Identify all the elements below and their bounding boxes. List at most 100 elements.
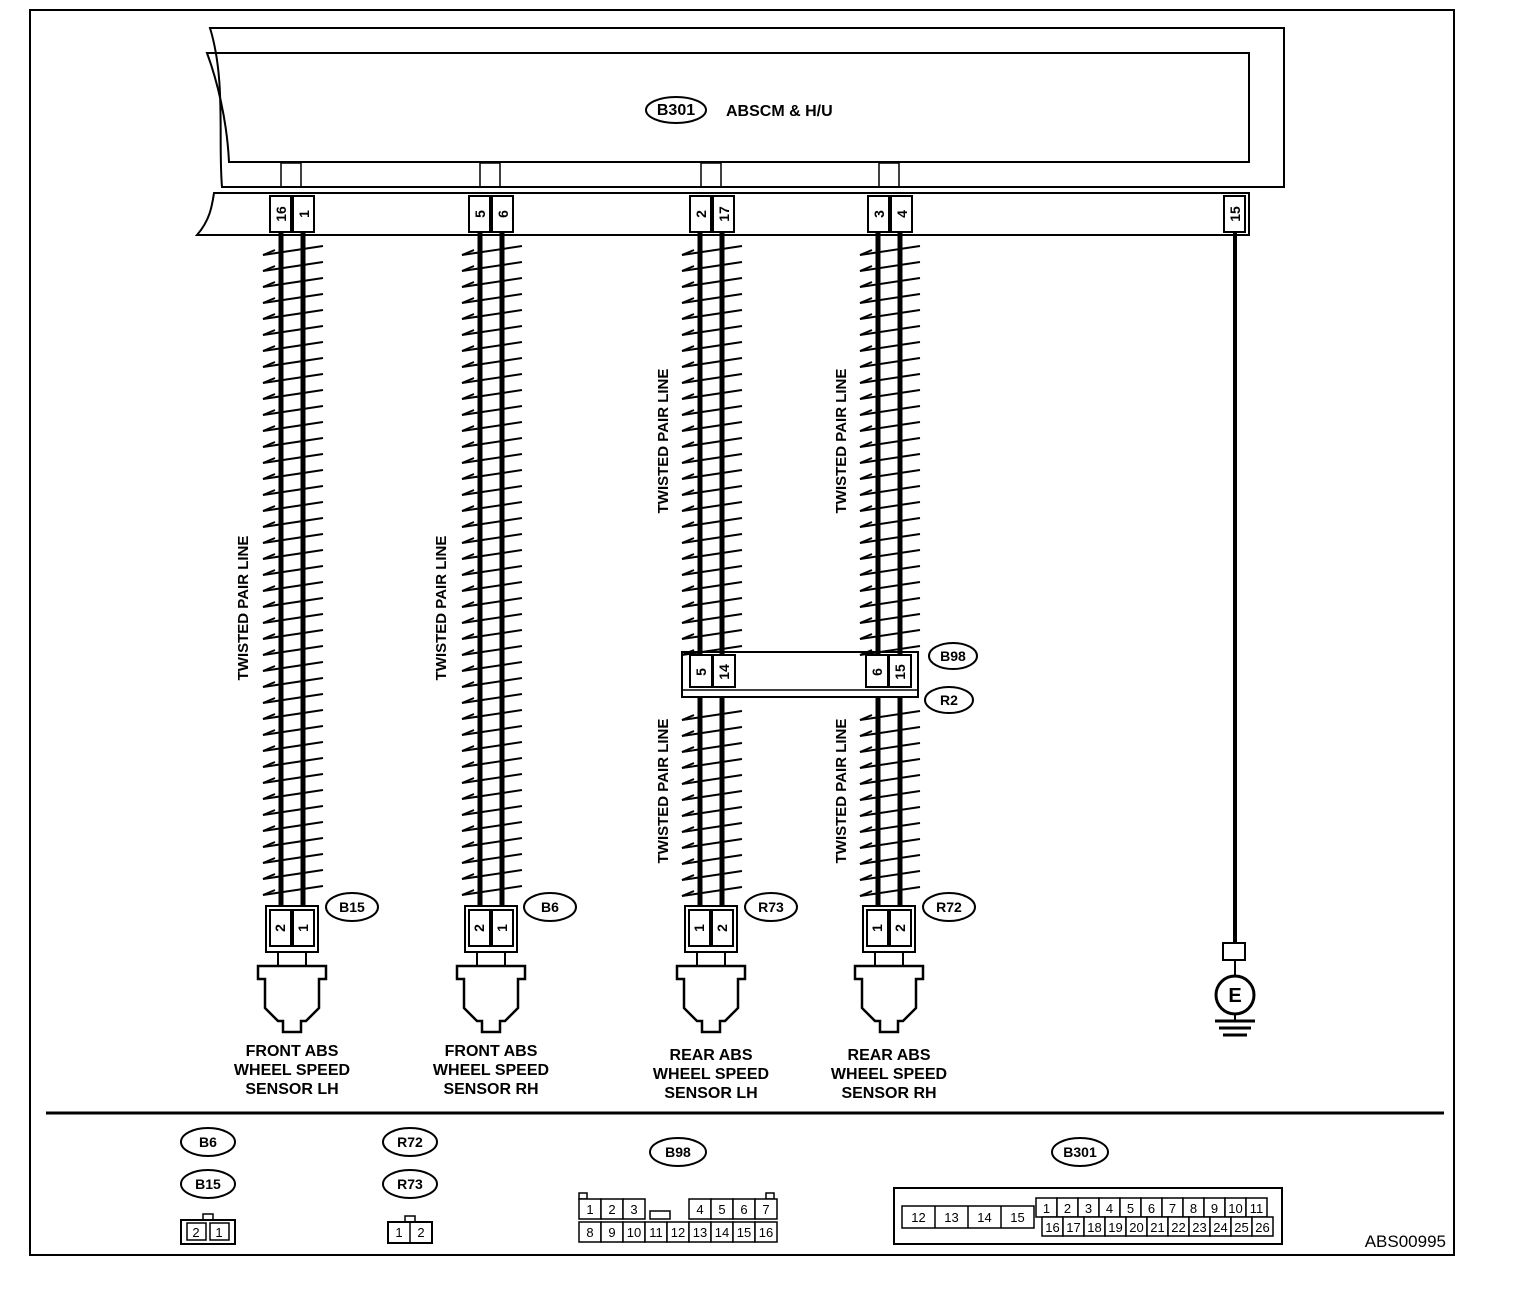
twisted-pair-rear-lh-lower	[681, 697, 743, 905]
legend-pin: 2	[417, 1225, 424, 1240]
b98-latch	[765, 1192, 775, 1200]
legend-id-b6: B6	[199, 1134, 217, 1150]
module-pin-5: 5	[468, 195, 491, 233]
sensor-name-line: SENSOR LH	[664, 1085, 757, 1102]
twist-strands	[859, 714, 873, 897]
module-label: B301 ABSCM & H/U	[645, 96, 833, 124]
twisted-pair-front-lh	[262, 232, 324, 905]
legend-pin: 2	[192, 1225, 199, 1240]
svg-text:3: 3	[871, 210, 887, 218]
junction-pin-14: 14	[716, 664, 732, 680]
b301-pin-label: 22	[1171, 1220, 1185, 1235]
b301-pin-label: 7	[1169, 1201, 1176, 1216]
b98-pin-label: 4	[696, 1202, 703, 1217]
twisted-label-rear-rh-lower: TWISTED PAIR LINE	[833, 719, 850, 864]
b98-latch	[578, 1192, 588, 1200]
twist-strands	[262, 249, 276, 896]
sensor-name-line: FRONT ABS	[246, 1043, 339, 1060]
junction-pin-5: 5	[693, 668, 709, 676]
module-connector-id: B301	[657, 102, 695, 119]
sensor-connector-badge	[523, 892, 577, 922]
junction-pin-15: 15	[892, 664, 908, 680]
sensor-name-line: WHEEL SPEED	[234, 1062, 350, 1079]
twisted-pair-rear-rh-lower	[859, 697, 921, 905]
twisted-pair-front-rh	[461, 232, 523, 905]
module-connector-stubs	[280, 162, 900, 188]
twist-strands	[461, 245, 523, 896]
b301-pin-cell	[1251, 1216, 1274, 1237]
legend-pin: 1	[395, 1225, 402, 1240]
b98-pin-label: 11	[649, 1225, 663, 1240]
sensor-pin-label: 2	[471, 924, 487, 932]
legend-id-b301: B301	[1063, 1144, 1097, 1160]
twisted-label-rear-lh-lower: TWISTED PAIR LINE	[655, 719, 672, 864]
b98-pin-label: 5	[718, 1202, 725, 1217]
sensor-name-line: WHEEL SPEED	[831, 1066, 947, 1083]
b98-pin-label: 16	[759, 1225, 773, 1240]
module-pin-16: 16	[269, 195, 292, 233]
b301-pin-label: 23	[1192, 1220, 1206, 1235]
b301-pin-label: 11	[1250, 1201, 1264, 1216]
b98-pin-label: 13	[693, 1225, 707, 1240]
junction-id-b98: B98	[940, 648, 966, 664]
legend-id-b98: B98	[665, 1144, 691, 1160]
twisted-pair-wires	[262, 232, 921, 905]
sensor-pin-label: 1	[295, 924, 311, 932]
twist-strands	[859, 249, 873, 656]
b98-pin-label: 3	[630, 1202, 637, 1217]
twist-strands	[681, 714, 695, 897]
module-pin-17: 17	[712, 195, 735, 233]
svg-text:15: 15	[1227, 206, 1243, 222]
b98-pin-cell	[754, 1221, 778, 1243]
ground-terminal: E	[1214, 232, 1256, 1037]
b301-pin-label: 14	[977, 1210, 991, 1225]
sensor-connector-id: R72	[936, 899, 962, 915]
b301-pin-label: 3	[1085, 1201, 1092, 1216]
b98-key	[649, 1210, 671, 1220]
svg-text:1: 1	[296, 210, 312, 218]
sensor-connector-id: B15	[339, 899, 365, 915]
sensor-connector-badge	[922, 892, 976, 922]
sensor-connector-id: B6	[541, 899, 559, 915]
module-pin-15: 15	[1223, 195, 1246, 233]
sensor-body	[853, 964, 925, 1034]
module-pin-3: 3	[867, 195, 890, 233]
figure-code: ABS00995	[1365, 1232, 1446, 1251]
legend-group-b6-b15: B6 B15 2 1	[180, 1127, 236, 1245]
sensor-pin-cell	[866, 909, 889, 947]
twisted-label-rear-rh-upper: TWISTED PAIR LINE	[833, 369, 850, 514]
twisted-pair-rear-rh-upper	[859, 232, 921, 656]
sensor-pin-cell	[889, 909, 912, 947]
sensor-pin-label: 1	[691, 924, 707, 932]
b301-pin-label: 15	[1010, 1210, 1024, 1225]
twisted-pair-labels: TWISTED PAIR LINE TWISTED PAIR LINE TWIS…	[235, 369, 850, 864]
b301-pin-label: 21	[1150, 1220, 1164, 1235]
b301-pin-label: 9	[1211, 1201, 1218, 1216]
svg-text:17: 17	[716, 206, 732, 222]
junction-connector: 5 14 6 15 B98 R2	[681, 642, 978, 714]
sensor-pin-label: 1	[494, 924, 510, 932]
sensor-body	[256, 964, 328, 1034]
b98-pin-label: 8	[586, 1225, 593, 1240]
sensor-neck	[874, 951, 904, 967]
b301-pin-label: 18	[1087, 1220, 1101, 1235]
sensor-name-line: SENSOR RH	[841, 1085, 936, 1102]
twist-strands	[461, 249, 475, 896]
legend-group-r72-r73: R72 R73 1 2	[382, 1127, 438, 1244]
sensor-name-line: SENSOR LH	[245, 1081, 338, 1098]
sensor-pin-cell	[292, 909, 315, 947]
sensor-connector-badge	[744, 892, 798, 922]
b301-pin-label: 5	[1127, 1201, 1134, 1216]
module-name: ABSCM & H/U	[726, 103, 833, 120]
twisted-label-front-lh: TWISTED PAIR LINE	[235, 536, 252, 681]
sensor-name-line: SENSOR RH	[443, 1081, 538, 1098]
b301-pin-label: 26	[1255, 1220, 1269, 1235]
b301-pin-label: 2	[1064, 1201, 1071, 1216]
module-connector-rail	[194, 192, 1250, 236]
sensor-pin-label: 2	[272, 924, 288, 932]
